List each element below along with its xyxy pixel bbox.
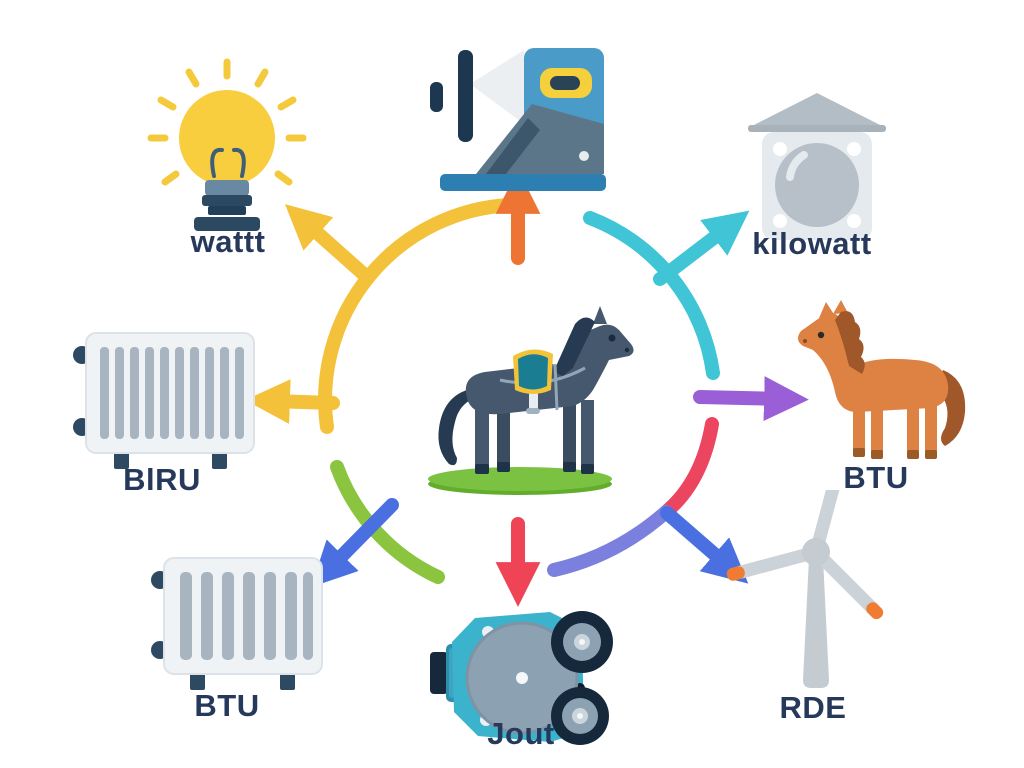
- radiator-icon: [73, 332, 255, 469]
- ring-arc-green: [330, 460, 445, 584]
- label-rde: RDE: [779, 690, 847, 725]
- sensor-box-icon: [748, 93, 886, 240]
- lightbulb-icon: [147, 58, 307, 231]
- arrow-to-kilowatt: [653, 210, 750, 286]
- label-watt: wattt: [190, 224, 266, 259]
- ring-arc-periwinkle: [547, 505, 673, 577]
- arrow-to-btu-horse: [693, 376, 809, 421]
- arrow-to-watt: [284, 204, 375, 285]
- arrow-to-btu-radiator: [311, 498, 399, 588]
- arrow-to-rde-turbine: [660, 506, 749, 584]
- label-blru: BlRU: [123, 462, 201, 497]
- ring-arc-pink: [659, 417, 719, 519]
- wind-turbine-icon: [726, 490, 884, 688]
- ring-arc-cyan: [583, 211, 720, 380]
- label-jout: Jout: [487, 716, 555, 751]
- label-kilowatt: kilowatt: [752, 226, 872, 261]
- label-btu-horse: BTU: [843, 460, 909, 495]
- projector-icon: [430, 48, 606, 191]
- label-btu-radiator: BTU: [194, 688, 260, 723]
- arrow-to-blru-radiator: [245, 379, 340, 424]
- compressor-icon: [430, 611, 613, 745]
- saddled-horse-icon: [428, 306, 634, 495]
- radiator-icon: [151, 557, 323, 690]
- horse-icon: [797, 300, 966, 459]
